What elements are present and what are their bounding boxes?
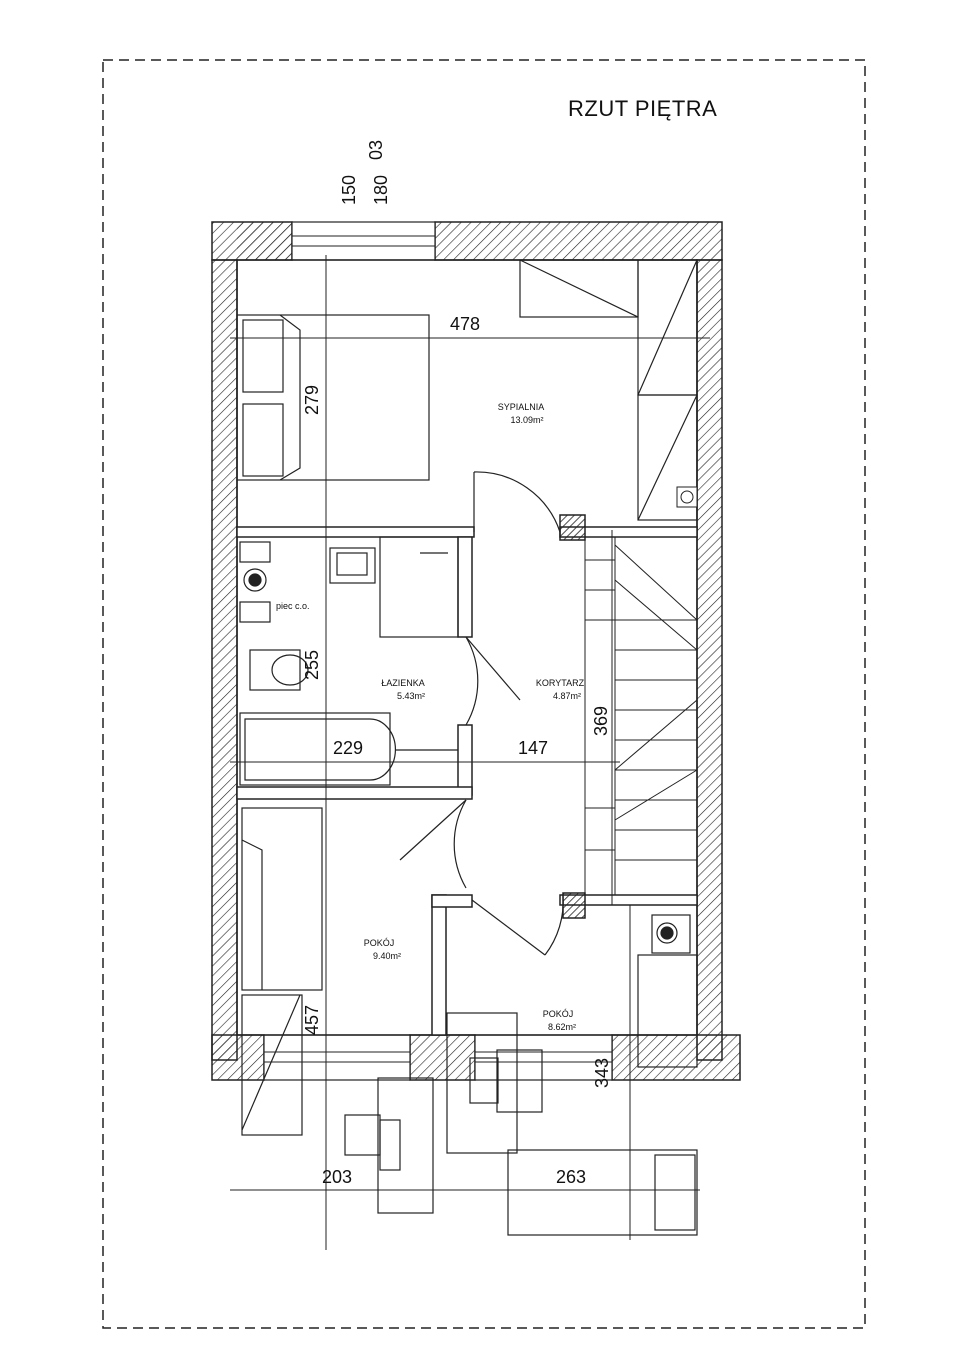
window-bottom-left [263,1034,411,1081]
bathroom-fixtures [239,536,459,786]
room-area-pokoj-left: 9.40m² [373,951,401,961]
dim-147: 147 [518,738,548,758]
room-name-korytarz: KORYTARZ [536,678,585,688]
dim-255: 255 [302,650,322,680]
pokoj-right-furniture [446,914,698,1236]
dimension-lines [230,255,710,1250]
bed-double [236,314,430,481]
staircase [584,536,698,896]
room-area-lazienka: 5.43m² [397,691,425,701]
room-area-sypialnia: 13.09m² [510,415,543,425]
room-name-lazienka: ŁAZIENKA [381,678,425,688]
dim-478: 478 [450,314,480,334]
dim-369: 369 [591,706,611,736]
svg-text:180: 180 [371,175,391,205]
dim-263: 263 [556,1167,586,1187]
dim-343: 343 [592,1058,612,1088]
vent-icon [680,490,694,504]
wardrobe [519,259,698,521]
window-label: 150 180 03 [339,140,391,205]
room-name-pokoj-left: POKÓJ [364,938,395,948]
window-top [291,221,436,261]
exterior-walls [211,221,741,1081]
plan-title: RZUT PIĘTRA [568,96,717,121]
svg-text:03: 03 [366,140,386,160]
dim-229: 229 [333,738,363,758]
room-area-pokoj-right: 8.62m² [548,1022,576,1032]
chimney-box [676,486,698,508]
dim-279: 279 [302,385,322,415]
pokoj-left-furniture [241,807,434,1214]
interior-walls [236,514,698,1036]
sheet-border [102,59,866,1329]
doors [399,471,564,956]
svg-text:150: 150 [339,175,359,205]
room-name-sypialnia: SYPIALNIA [498,402,545,412]
room-area-korytarz: 4.87m² [553,691,581,701]
dim-457: 457 [302,1005,322,1035]
room-name-pokoj-right: POKÓJ [543,1009,574,1019]
dim-203: 203 [322,1167,352,1187]
boiler-label: piec c.o. [276,601,310,611]
